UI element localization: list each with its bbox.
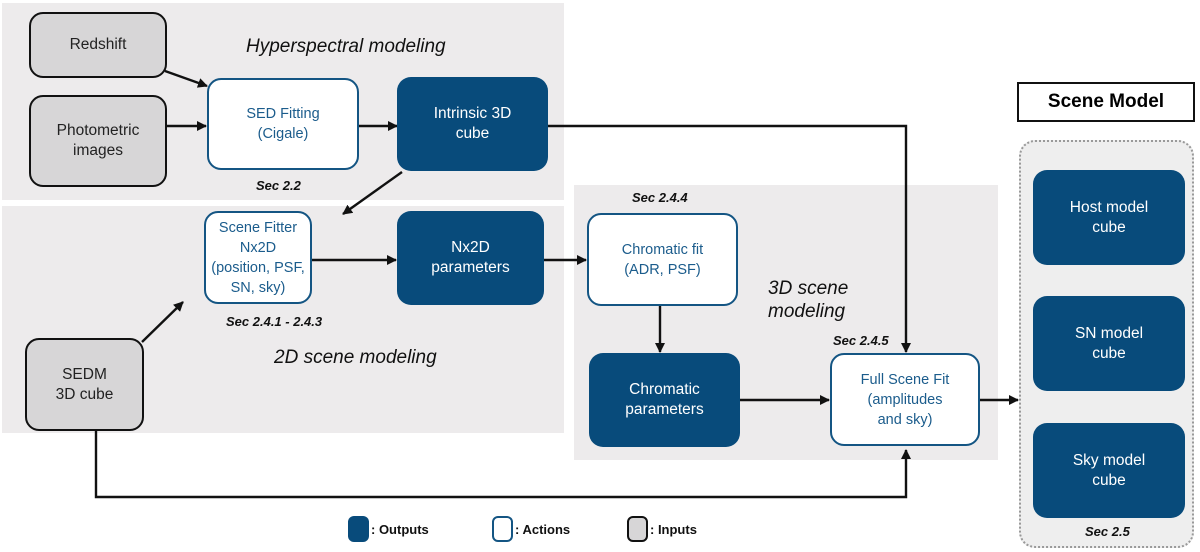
sec-2-4-4: Sec 2.4.4 — [632, 190, 688, 205]
legend-actions-label: : Actions — [515, 521, 571, 537]
scene-model-title: Scene Model — [1017, 82, 1195, 122]
hyperspectral-title: Hyperspectral modeling — [246, 36, 446, 57]
sec-2-5: Sec 2.5 — [1085, 524, 1130, 539]
legend-inputs: : Inputs — [627, 516, 697, 542]
scene2d-title: 2D scene modeling — [274, 347, 437, 368]
node-sky-model[interactable]: Sky model cube — [1033, 423, 1185, 518]
sec-2-4-5: Sec 2.4.5 — [833, 333, 889, 348]
node-sed-fitting[interactable]: SED Fitting (Cigale) — [207, 78, 359, 170]
legend-inputs-label: : Inputs — [650, 521, 697, 537]
legend-outputs-label: : Outputs — [371, 521, 429, 537]
node-chromatic-parameters[interactable]: Chromatic parameters — [589, 353, 740, 447]
sec-2-2: Sec 2.2 — [256, 178, 301, 193]
node-sn-model[interactable]: SN model cube — [1033, 296, 1185, 391]
node-photometric-images[interactable]: Photometric images — [29, 95, 167, 187]
node-host-model[interactable]: Host model cube — [1033, 170, 1185, 265]
arrow-redshift-to-sed — [164, 69, 208, 88]
node-redshift[interactable]: Redshift — [29, 12, 167, 78]
node-intrinsic-cube[interactable]: Intrinsic 3D cube — [397, 77, 548, 171]
arrow-intrinsic-to-fullfit — [545, 124, 911, 353]
node-nx2d-parameters[interactable]: Nx2D parameters — [397, 211, 544, 305]
arrow-intrinsic-to-scenefitter — [342, 171, 403, 215]
legend-outputs: : Outputs — [348, 516, 429, 542]
legend-outputs-swatch — [348, 516, 369, 542]
node-scene-fitter[interactable]: Scene Fitter Nx2D (position, PSF, SN, sk… — [204, 211, 312, 304]
arrow-sedm-to-scenefitter — [141, 301, 184, 343]
scene3d-title: 3D scene modeling — [768, 278, 849, 322]
sec-2-4-1: Sec 2.4.1 - 2.4.3 — [226, 314, 323, 329]
node-full-scene-fit[interactable]: Full Scene Fit (amplitudes and sky) — [830, 353, 980, 446]
node-chromatic-fit[interactable]: Chromatic fit (ADR, PSF) — [587, 213, 738, 306]
legend-inputs-swatch — [627, 516, 648, 542]
node-sedm-cube[interactable]: SEDM 3D cube — [25, 338, 144, 431]
legend-actions-swatch — [492, 516, 513, 542]
legend-actions: : Actions — [492, 516, 570, 542]
arrow-sedm-to-fullfit — [94, 431, 911, 499]
